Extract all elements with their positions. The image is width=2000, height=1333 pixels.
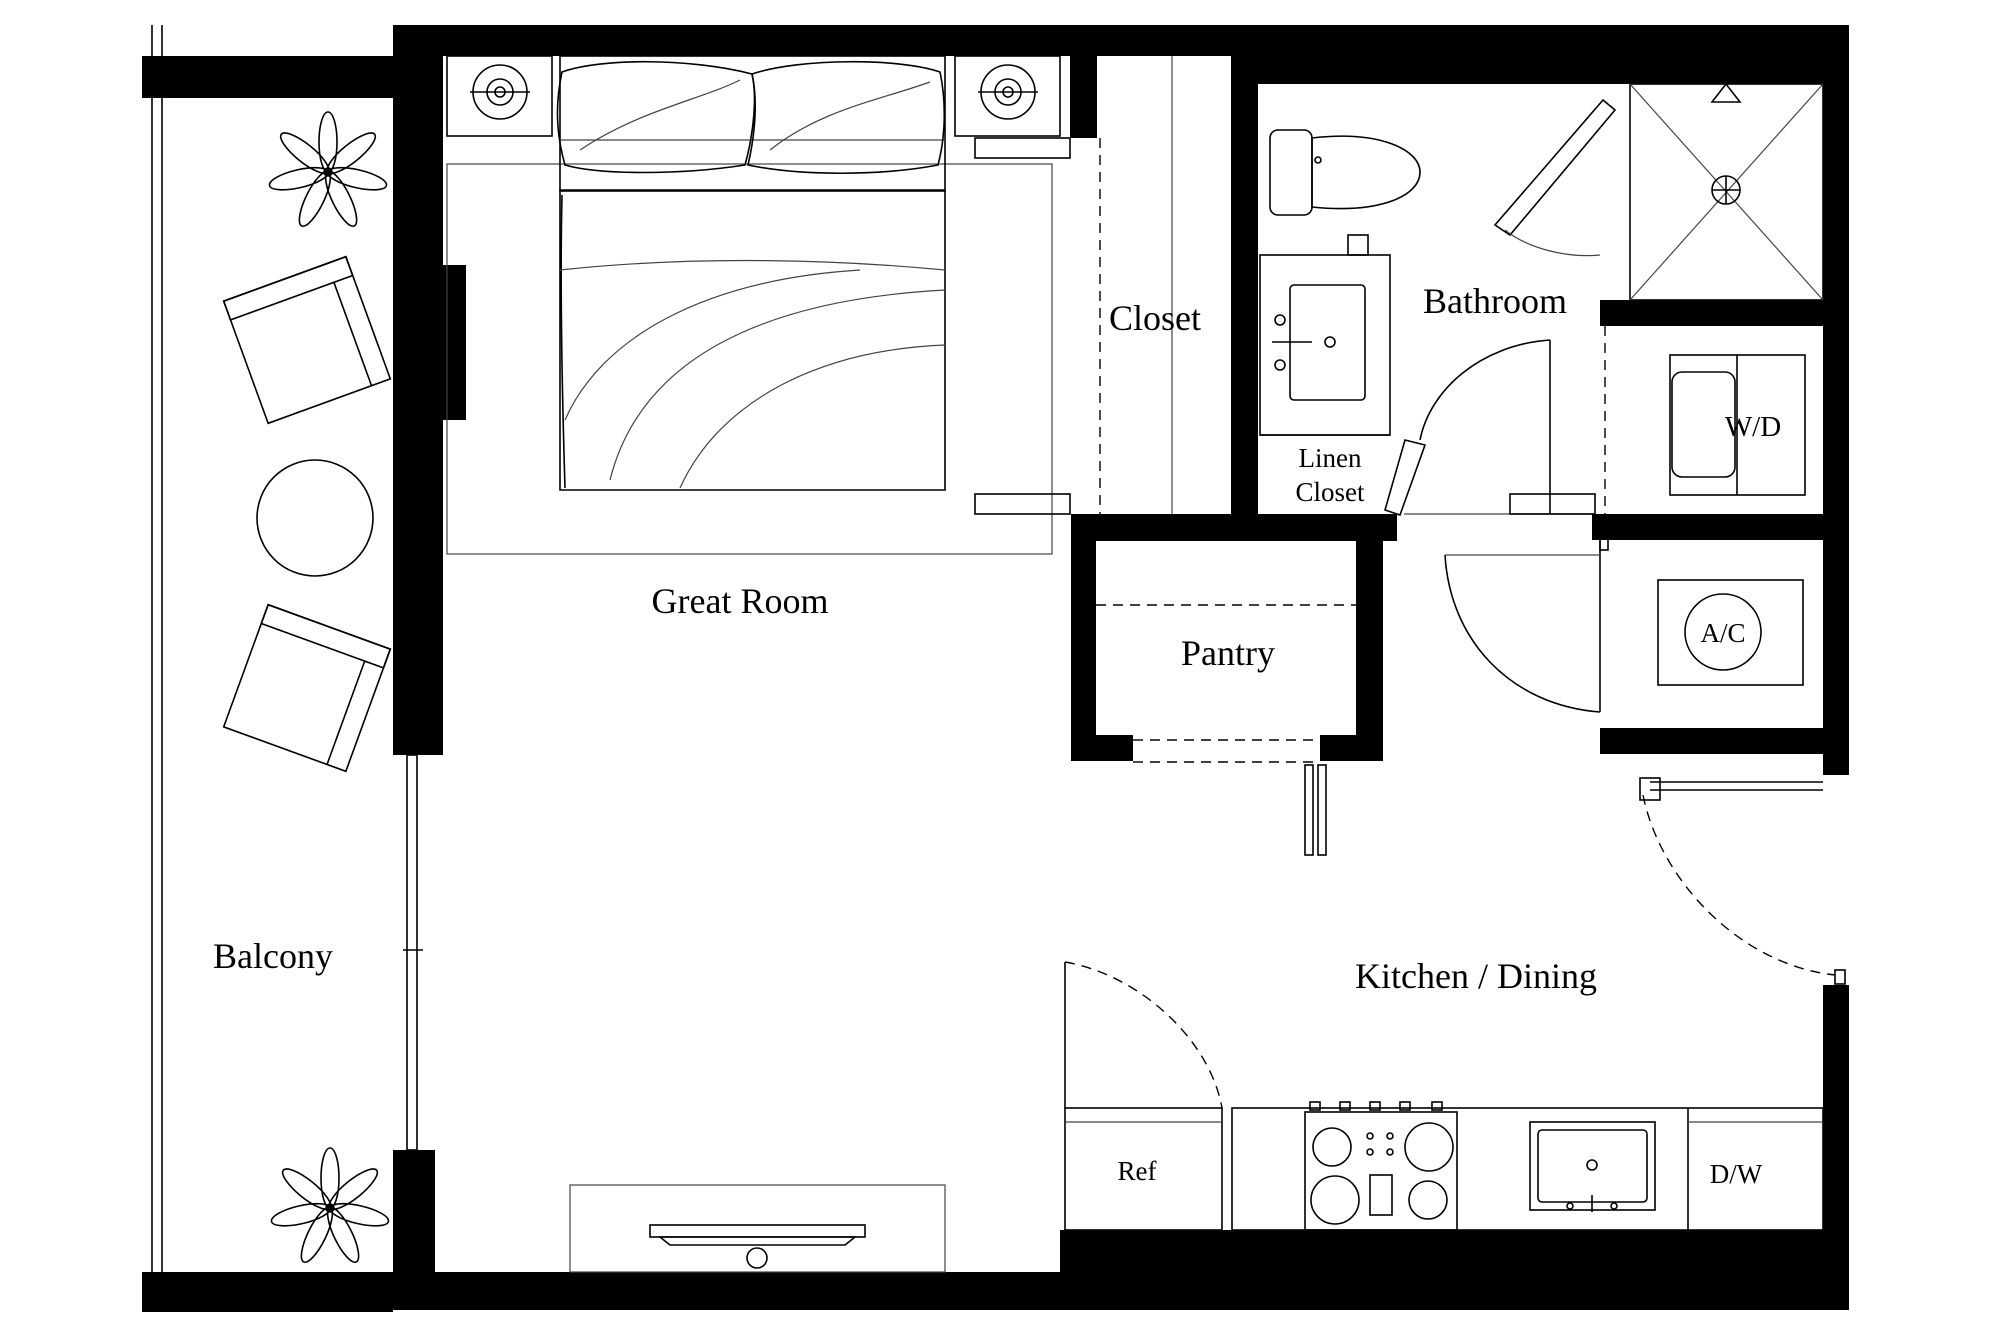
lounge-chair-icon <box>222 255 392 425</box>
label-kitchen-dining: Kitchen / Dining <box>1355 956 1597 996</box>
room-labels: Great Room Closet Bathroom W/D Linen Clo… <box>213 281 1781 1189</box>
nightstand-lamp-icon <box>446 55 553 137</box>
label-closet: Closet <box>1109 298 1201 338</box>
label-dw: D/W <box>1710 1159 1763 1189</box>
label-linen-line1: Linen <box>1299 443 1362 473</box>
kitchen-sink-icon <box>1529 1121 1656 1212</box>
label-great-room: Great Room <box>652 581 829 621</box>
stove-icon <box>1304 1101 1458 1231</box>
label-linen-line2: Closet <box>1295 477 1365 507</box>
plant-icon <box>270 1147 390 1264</box>
lounge-chair-icon <box>222 603 392 773</box>
fridge-icon <box>1064 1107 1223 1231</box>
bedroom-furniture <box>446 55 1061 1273</box>
utility-area <box>1444 326 1806 713</box>
ac-unit-icon <box>1684 593 1762 671</box>
label-ref: Ref <box>1118 1156 1157 1186</box>
label-balcony: Balcony <box>213 936 333 976</box>
toilet-icon <box>1269 129 1421 216</box>
pantry-area <box>1096 604 1356 856</box>
tv-console-icon <box>569 1184 946 1273</box>
entry-door <box>1639 777 1846 985</box>
label-pantry: Pantry <box>1181 633 1275 673</box>
bed-icon <box>556 55 946 491</box>
label-bathroom: Bathroom <box>1423 281 1567 321</box>
closet-area <box>974 56 1173 515</box>
label-ac: A/C <box>1700 618 1745 648</box>
label-wd: W/D <box>1725 411 1781 443</box>
balcony-area <box>151 25 423 1272</box>
vanity-sink-icon <box>1259 234 1391 436</box>
kitchen-area <box>1064 961 1824 1231</box>
shower-icon <box>1629 82 1824 301</box>
walls <box>142 25 1849 1312</box>
nightstand-lamp-icon <box>954 55 1061 137</box>
balcony-table-icon <box>256 459 374 577</box>
bathroom-fixtures <box>1259 82 1824 517</box>
plant-icon <box>268 111 388 228</box>
